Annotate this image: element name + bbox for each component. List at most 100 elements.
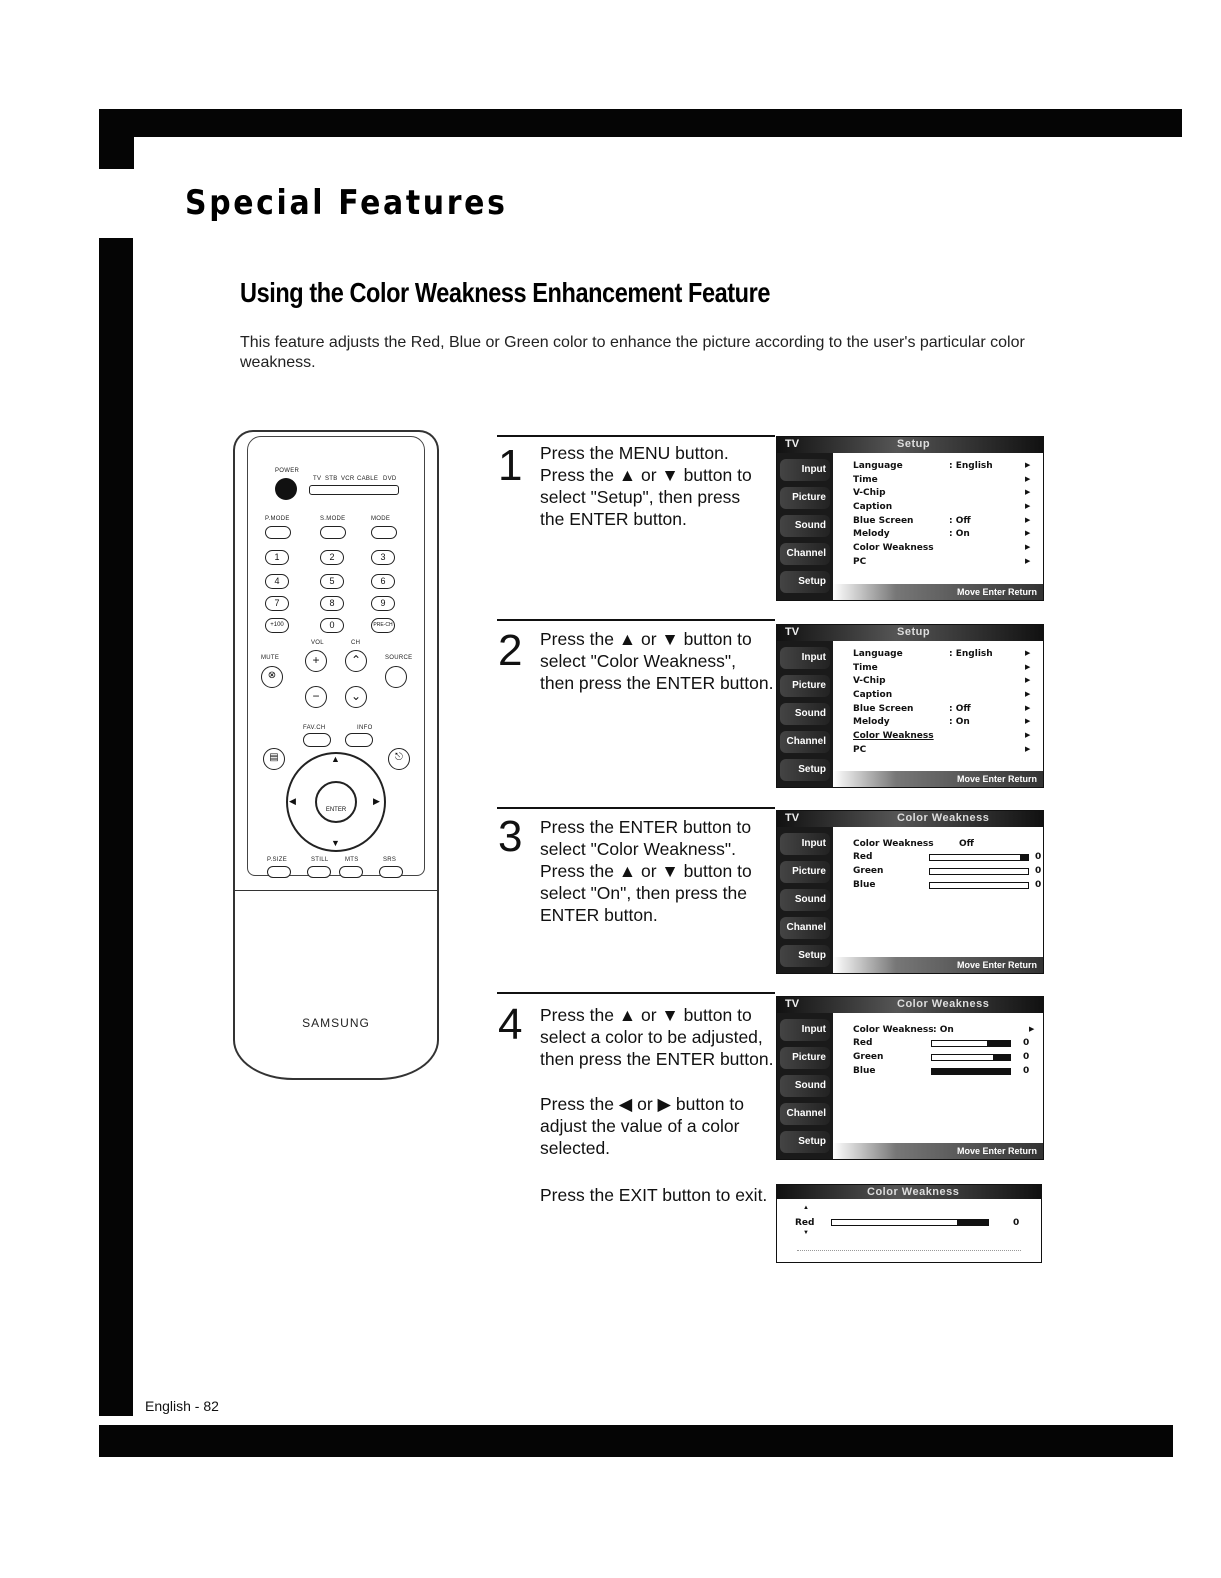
remote-control: POWER TV STB VCR CABLE DVD P.MODE S.MODE… bbox=[233, 430, 439, 1080]
ch-label: CH bbox=[351, 640, 361, 646]
osd-title: Color Weakness bbox=[897, 998, 990, 1010]
blue-slider bbox=[929, 882, 1029, 889]
key-7: 7 bbox=[265, 596, 289, 611]
key-8: 8 bbox=[320, 596, 344, 611]
mode-switch bbox=[309, 485, 399, 495]
power-button bbox=[275, 478, 297, 500]
key-2: 2 bbox=[320, 550, 344, 565]
osd-title: Setup bbox=[897, 626, 931, 638]
tab-input: Input bbox=[780, 459, 830, 481]
step-3-rule bbox=[497, 807, 775, 809]
osd-tv-label: TV bbox=[785, 998, 800, 1010]
red-value: 0 bbox=[1035, 852, 1042, 862]
tab-channel: Channel bbox=[780, 731, 830, 753]
mts-label: MTS bbox=[345, 857, 359, 863]
green-slider bbox=[929, 868, 1029, 875]
step-4-text-exit: Press the EXIT button to exit. bbox=[540, 1185, 768, 1205]
tab-sound: Sound bbox=[780, 1075, 830, 1097]
source-button bbox=[385, 666, 407, 688]
dpad-right-icon: ▶ bbox=[373, 796, 380, 806]
single-red-slider bbox=[831, 1219, 989, 1226]
step-2-rule bbox=[497, 619, 775, 621]
samsung-logo: SAMSUNG bbox=[302, 1016, 370, 1030]
tab-input: Input bbox=[780, 1019, 830, 1041]
step-3-number: 3 bbox=[498, 812, 523, 861]
green-value: 0 bbox=[1023, 1052, 1030, 1062]
step-2-number: 2 bbox=[498, 626, 523, 675]
left-top-bar bbox=[99, 109, 134, 169]
osd-footer: Move Enter Return bbox=[833, 771, 1043, 787]
step-1-rule bbox=[497, 435, 775, 437]
page-number: English - 82 bbox=[145, 1398, 219, 1414]
info-label: INFO bbox=[357, 725, 373, 731]
tab-setup: Setup bbox=[780, 1131, 830, 1153]
osd-header: TV Color Weakness bbox=[777, 997, 1043, 1013]
mode-label-tv: TV bbox=[313, 476, 322, 482]
key-6: 6 bbox=[371, 574, 395, 589]
info-button bbox=[345, 733, 373, 747]
enter-label: ENTER bbox=[325, 807, 347, 813]
osd-footer-faint bbox=[797, 1250, 1021, 1258]
mode-label-stb: STB bbox=[325, 476, 338, 482]
tab-picture: Picture bbox=[780, 675, 830, 697]
key-9: 9 bbox=[371, 596, 395, 611]
mute-icon: ⊗ bbox=[261, 666, 283, 688]
mts-button bbox=[339, 866, 363, 878]
osd-title: Setup bbox=[897, 438, 931, 450]
osd-tabs: Input Picture Sound Channel Setup bbox=[777, 437, 833, 600]
key-prech: PRE-CH bbox=[371, 618, 395, 633]
tab-setup: Setup bbox=[780, 945, 830, 967]
tab-picture: Picture bbox=[780, 1047, 830, 1069]
osd-tabs: Input Picture Sound Channel Setup bbox=[777, 811, 833, 973]
left-vertical-bar bbox=[99, 238, 133, 1416]
osd-tabs: Input Picture Sound Channel Setup bbox=[777, 997, 833, 1159]
dpad-up-icon: ▲ bbox=[331, 754, 340, 764]
osd-title: Color Weakness bbox=[867, 1186, 960, 1198]
osd-tv-label: TV bbox=[785, 438, 800, 450]
vol-up-button: + bbox=[305, 650, 327, 672]
still-button bbox=[307, 866, 331, 878]
mute-label: MUTE bbox=[261, 655, 280, 661]
blue-slider bbox=[931, 1068, 1011, 1075]
blue-value: 0 bbox=[1023, 1066, 1030, 1076]
dpad-ring bbox=[286, 752, 386, 852]
key-4: 4 bbox=[265, 574, 289, 589]
osd-header: Color Weakness bbox=[777, 1185, 1041, 1199]
tab-sound: Sound bbox=[780, 889, 830, 911]
psize-button bbox=[267, 866, 291, 878]
srs-label: SRS bbox=[383, 857, 397, 863]
osd-single-color-adjust: Color Weakness ▲ Red ▼ 0 bbox=[776, 1184, 1042, 1263]
blue-value: 0 bbox=[1035, 880, 1042, 890]
red-value: 0 bbox=[1023, 1038, 1030, 1048]
key-3: 3 bbox=[371, 550, 395, 565]
osd-header: TV Setup bbox=[777, 437, 1043, 453]
tab-channel: Channel bbox=[780, 1103, 830, 1125]
step-4-rule bbox=[497, 992, 775, 994]
red-slider bbox=[929, 854, 1029, 861]
mode-label: MODE bbox=[371, 516, 391, 522]
osd-tv-label: TV bbox=[785, 812, 800, 824]
intro-paragraph: This feature adjusts the Red, Blue or Gr… bbox=[240, 334, 1025, 371]
pmode-button bbox=[265, 526, 291, 539]
ch-down-button: ⌄ bbox=[345, 686, 367, 708]
smode-label: S.MODE bbox=[320, 516, 346, 522]
single-red-label: Red bbox=[795, 1218, 815, 1228]
dpad-left-icon: ◀ bbox=[289, 796, 296, 806]
tab-sound: Sound bbox=[780, 703, 830, 725]
osd-tabs: Input Picture Sound Channel Setup bbox=[777, 625, 833, 787]
key-plus-100: +100 bbox=[265, 618, 289, 633]
single-red-value: 0 bbox=[1013, 1218, 1020, 1228]
power-label: POWER bbox=[275, 468, 300, 474]
mode-label-cable: CABLE bbox=[357, 476, 379, 482]
tab-sound: Sound bbox=[780, 515, 830, 537]
smode-button bbox=[320, 526, 346, 539]
mode-label-dvd: DVD bbox=[383, 476, 397, 482]
key-1: 1 bbox=[265, 550, 289, 565]
green-slider bbox=[931, 1054, 1011, 1061]
vol-down-button: − bbox=[305, 686, 327, 708]
remote-lower-divider bbox=[235, 890, 437, 891]
